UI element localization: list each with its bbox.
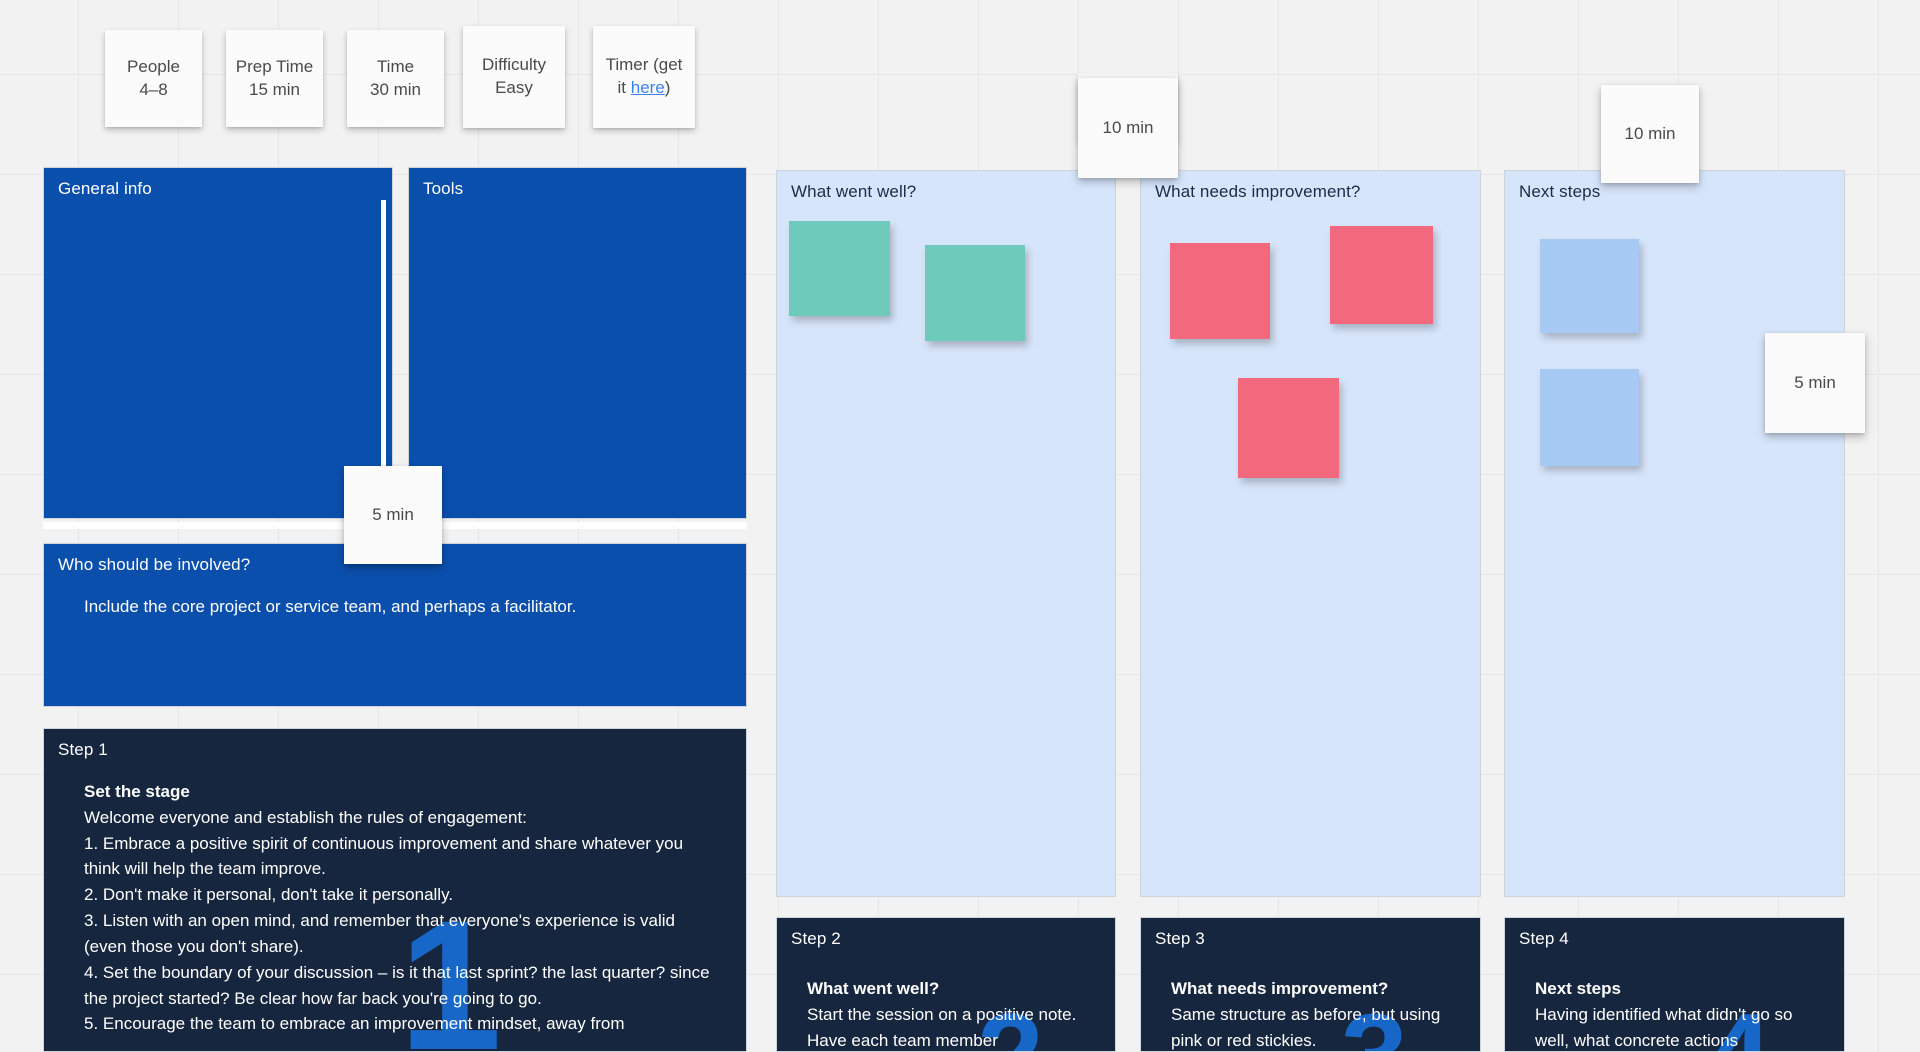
- meta-card-prep-time[interactable]: Prep Time 15 min: [226, 30, 323, 127]
- panel-step-4-title: Step 4: [1519, 929, 1569, 948]
- sticky-note-blue-1[interactable]: [1540, 239, 1639, 333]
- timer-card-next-steps-value: 10 min: [1624, 124, 1676, 143]
- timer-card-what-went-well-value: 10 min: [1102, 118, 1154, 137]
- step-1-line-0: Welcome everyone and establish the rules…: [84, 807, 527, 827]
- meta-card-timer[interactable]: Timer (get it here): [593, 26, 695, 128]
- meta-card-timer-prefix: it: [617, 78, 631, 97]
- meta-card-people-value: 4–8: [139, 79, 168, 99]
- timer-card-general-info[interactable]: 5 min: [344, 466, 442, 564]
- panel-who-should-be-involved[interactable]: Who should be involved? Include the core…: [43, 543, 747, 707]
- panel-who-should-be-involved-body: Include the core project or service team…: [84, 594, 718, 620]
- panel-step-1-title: Step 1: [58, 740, 108, 759]
- step-1-line-4: 4. Set the boundary of your discussion –…: [84, 962, 710, 1008]
- panel-step-1[interactable]: Step 1 1 1 Set the stage Welcome everyon…: [43, 728, 747, 1052]
- connector-vertical-tools: [381, 200, 386, 505]
- panel-step-3-body: What needs improvement? Same structure a…: [1171, 976, 1462, 1051]
- step-4-text: Having identified what didn't go so well…: [1535, 1004, 1793, 1050]
- meta-card-timer-suffix: ): [664, 78, 671, 97]
- meta-card-difficulty-value: Easy: [495, 78, 533, 97]
- meta-card-time-label: Time: [376, 56, 415, 76]
- meta-card-people-label: People: [127, 56, 180, 76]
- panel-step-1-body: Set the stage Welcome everyone and estab…: [84, 779, 718, 1037]
- timer-card-general-info-value: 5 min: [372, 505, 414, 524]
- sticky-note-pink-1[interactable]: [1170, 243, 1270, 339]
- panel-step-4[interactable]: Step 4 4 Next steps Having identified wh…: [1504, 917, 1845, 1052]
- panel-general-info[interactable]: General info: [43, 167, 393, 519]
- meta-card-timer-label: Timer (get: [605, 55, 683, 75]
- meta-card-people[interactable]: People 4–8: [105, 30, 202, 127]
- panel-step-2[interactable]: Step 2 2 What went well? Start the sessi…: [776, 917, 1116, 1052]
- step-2-text: Start the session on a positive note. Ha…: [807, 1004, 1077, 1050]
- step-1-line-3: 3. Listen with an open mind, and remembe…: [84, 911, 676, 956]
- panel-step-4-body: Next steps Having identified what didn't…: [1535, 976, 1826, 1051]
- meta-card-time[interactable]: Time 30 min: [347, 30, 444, 127]
- timer-card-next-steps-secondary[interactable]: 5 min: [1765, 333, 1865, 433]
- column-what-went-well-title: What went well?: [791, 182, 917, 201]
- timer-card-what-went-well[interactable]: 10 min: [1078, 78, 1178, 178]
- timer-card-next-steps-secondary-value: 5 min: [1794, 373, 1836, 392]
- step-1-heading: Set the stage: [84, 782, 190, 801]
- sticky-note-pink-2[interactable]: [1330, 226, 1433, 324]
- panel-step-2-body: What went well? Start the session on a p…: [807, 976, 1097, 1051]
- panel-step-2-title: Step 2: [791, 929, 841, 948]
- panel-tools-title: Tools: [423, 179, 464, 198]
- meta-card-prep-time-value: 15 min: [248, 79, 301, 99]
- sticky-note-blue-2[interactable]: [1540, 369, 1639, 466]
- meta-card-prep-time-label: Prep Time: [235, 56, 314, 76]
- step-2-heading: What went well?: [807, 979, 940, 998]
- sticky-note-pink-3[interactable]: [1238, 378, 1339, 478]
- panel-step-3-title: Step 3: [1155, 929, 1205, 948]
- step-1-line-5: 5. Encourage the team to embrace an impr…: [84, 1014, 625, 1034]
- timer-card-next-steps[interactable]: 10 min: [1601, 85, 1699, 183]
- column-what-needs-improvement-title: What needs improvement?: [1155, 182, 1361, 201]
- column-next-steps-title: Next steps: [1519, 182, 1601, 201]
- meta-card-timer-link-line: it here): [618, 77, 671, 100]
- step-1-line-2: 2. Don't make it personal, don't take it…: [84, 885, 454, 905]
- panel-who-should-be-involved-title: Who should be involved?: [58, 555, 251, 574]
- sticky-note-green-1[interactable]: [789, 221, 890, 316]
- meta-card-difficulty-label: Difficulty: [482, 55, 546, 75]
- step-1-line-1: 1. Embrace a positive spirit of continuo…: [84, 833, 684, 879]
- step-3-heading: What needs improvement?: [1171, 979, 1389, 998]
- meta-card-time-value: 30 min: [369, 79, 422, 99]
- meta-card-difficulty[interactable]: Difficulty Easy: [463, 26, 565, 128]
- panel-general-info-title: General info: [58, 179, 152, 198]
- who-involved-text: Include the core project or service team…: [84, 597, 577, 616]
- panel-step-3[interactable]: Step 3 3 What needs improvement? Same st…: [1140, 917, 1481, 1052]
- panel-tools[interactable]: Tools: [408, 167, 747, 519]
- sticky-note-green-2[interactable]: [925, 245, 1025, 341]
- step-4-heading: Next steps: [1535, 979, 1621, 998]
- step-3-text: Same structure as before, but using pink…: [1171, 1004, 1441, 1050]
- timer-download-link[interactable]: here: [630, 78, 665, 97]
